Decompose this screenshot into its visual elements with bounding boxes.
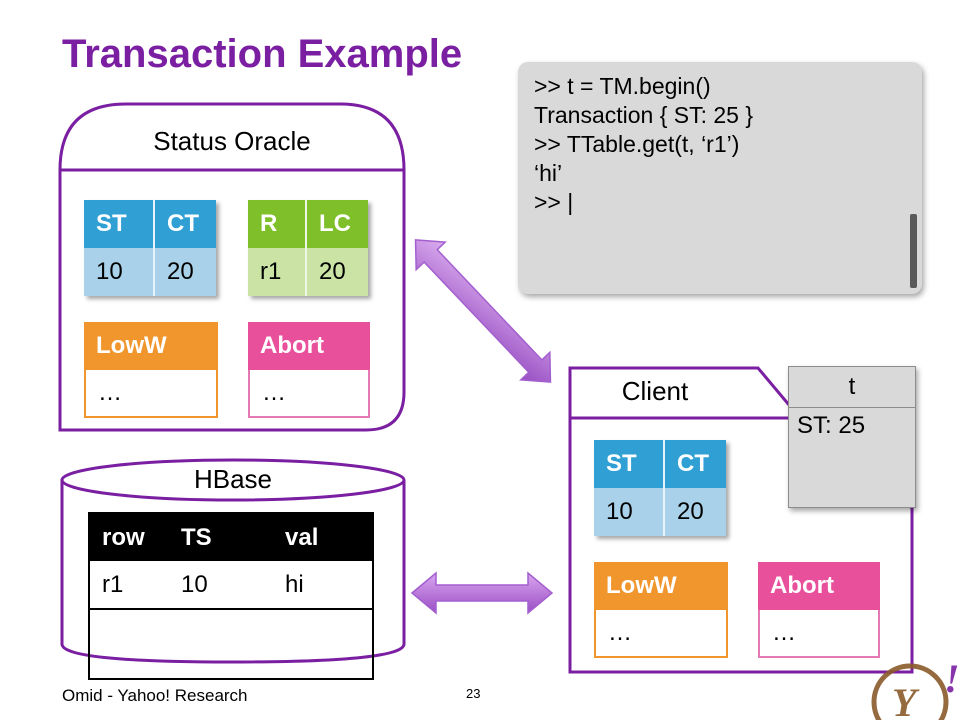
client-loww-header: LowW <box>594 562 728 610</box>
oracle-abort-value: … <box>250 370 368 416</box>
hbase-cylinder-top <box>60 458 406 502</box>
oracle-loww-value: … <box>86 370 216 416</box>
client-transaction-box: t ST: 25 <box>788 366 916 508</box>
hbase-val-header: val <box>285 523 319 551</box>
horizontal-double-arrow <box>410 571 554 615</box>
yahoo-logo: Y ! <box>871 656 960 720</box>
status-oracle-label: Status Oracle <box>153 126 311 156</box>
hbase-ts-header: TS <box>181 523 212 551</box>
client-label: Client <box>621 376 689 406</box>
slide-title: Transaction Example <box>62 32 463 76</box>
client-abort-box: Abort … <box>758 562 880 658</box>
console-scrollbar[interactable] <box>910 214 917 288</box>
client-ct-value: 20 <box>664 488 726 536</box>
oracle-loww-box: LowW … <box>84 322 218 418</box>
oracle-st-header: ST <box>84 200 155 248</box>
hbase-cell: hi <box>285 570 304 598</box>
console-prompt[interactable]: >> | <box>534 189 574 215</box>
console-line: >> t = TM.begin() <box>534 73 711 99</box>
hbase-cylinder <box>60 480 406 664</box>
client-abort-value: … <box>760 610 878 656</box>
hbase-cell: r1 <box>102 570 124 598</box>
table-row <box>89 609 373 679</box>
diagonal-double-arrow <box>414 239 552 383</box>
hbase-cell: 10 <box>181 570 208 598</box>
hbase-cell <box>273 609 373 679</box>
hbase-cell <box>169 609 273 679</box>
oracle-ct-value: 20 <box>154 248 216 296</box>
client-loww-value: … <box>596 610 726 656</box>
client-st-ct-table: ST CT 10 20 <box>594 440 726 536</box>
oracle-r-lc-table: R LC r1 20 <box>248 200 368 296</box>
svg-text:Y: Y <box>892 680 920 720</box>
client-abort-header: Abort <box>758 562 880 610</box>
svg-text:!: ! <box>944 656 960 701</box>
oracle-r-header: R <box>248 200 307 248</box>
console-panel: >> t = TM.begin() Transaction { ST: 25 }… <box>518 62 922 294</box>
oracle-lc-header: LC <box>306 200 368 248</box>
hbase-table: row TS val r1 10 hi <box>88 512 374 680</box>
console-line: >> TTable.get(t, ‘r1’) <box>534 131 740 157</box>
oracle-st-ct-table: ST CT 10 20 <box>84 200 216 296</box>
oracle-abort-header: Abort <box>248 322 370 370</box>
oracle-abort-box: Abort … <box>248 322 370 418</box>
transaction-header: t <box>789 367 915 408</box>
oracle-st-value: 10 <box>84 248 155 296</box>
client-st-value: 10 <box>594 488 665 536</box>
oracle-lc-value: 20 <box>306 248 368 296</box>
transaction-value: ST: 25 <box>797 412 866 439</box>
oracle-ct-header: CT <box>154 200 216 248</box>
console-line: Transaction { ST: 25 } <box>534 102 754 128</box>
hbase-cell <box>89 609 169 679</box>
console-line: ‘hi’ <box>534 160 563 186</box>
table-row: r1 10 hi <box>89 561 373 609</box>
oracle-loww-header: LowW <box>84 322 218 370</box>
hbase-row-header: row <box>102 523 145 551</box>
oracle-r-value: r1 <box>248 248 307 296</box>
client-ct-header: CT <box>664 440 726 488</box>
footer-text: Omid - Yahoo! Research <box>62 686 248 705</box>
client-st-header: ST <box>594 440 665 488</box>
hbase-label: HBase <box>193 464 273 494</box>
client-loww-box: LowW … <box>594 562 728 658</box>
page-number: 23 <box>466 686 481 701</box>
